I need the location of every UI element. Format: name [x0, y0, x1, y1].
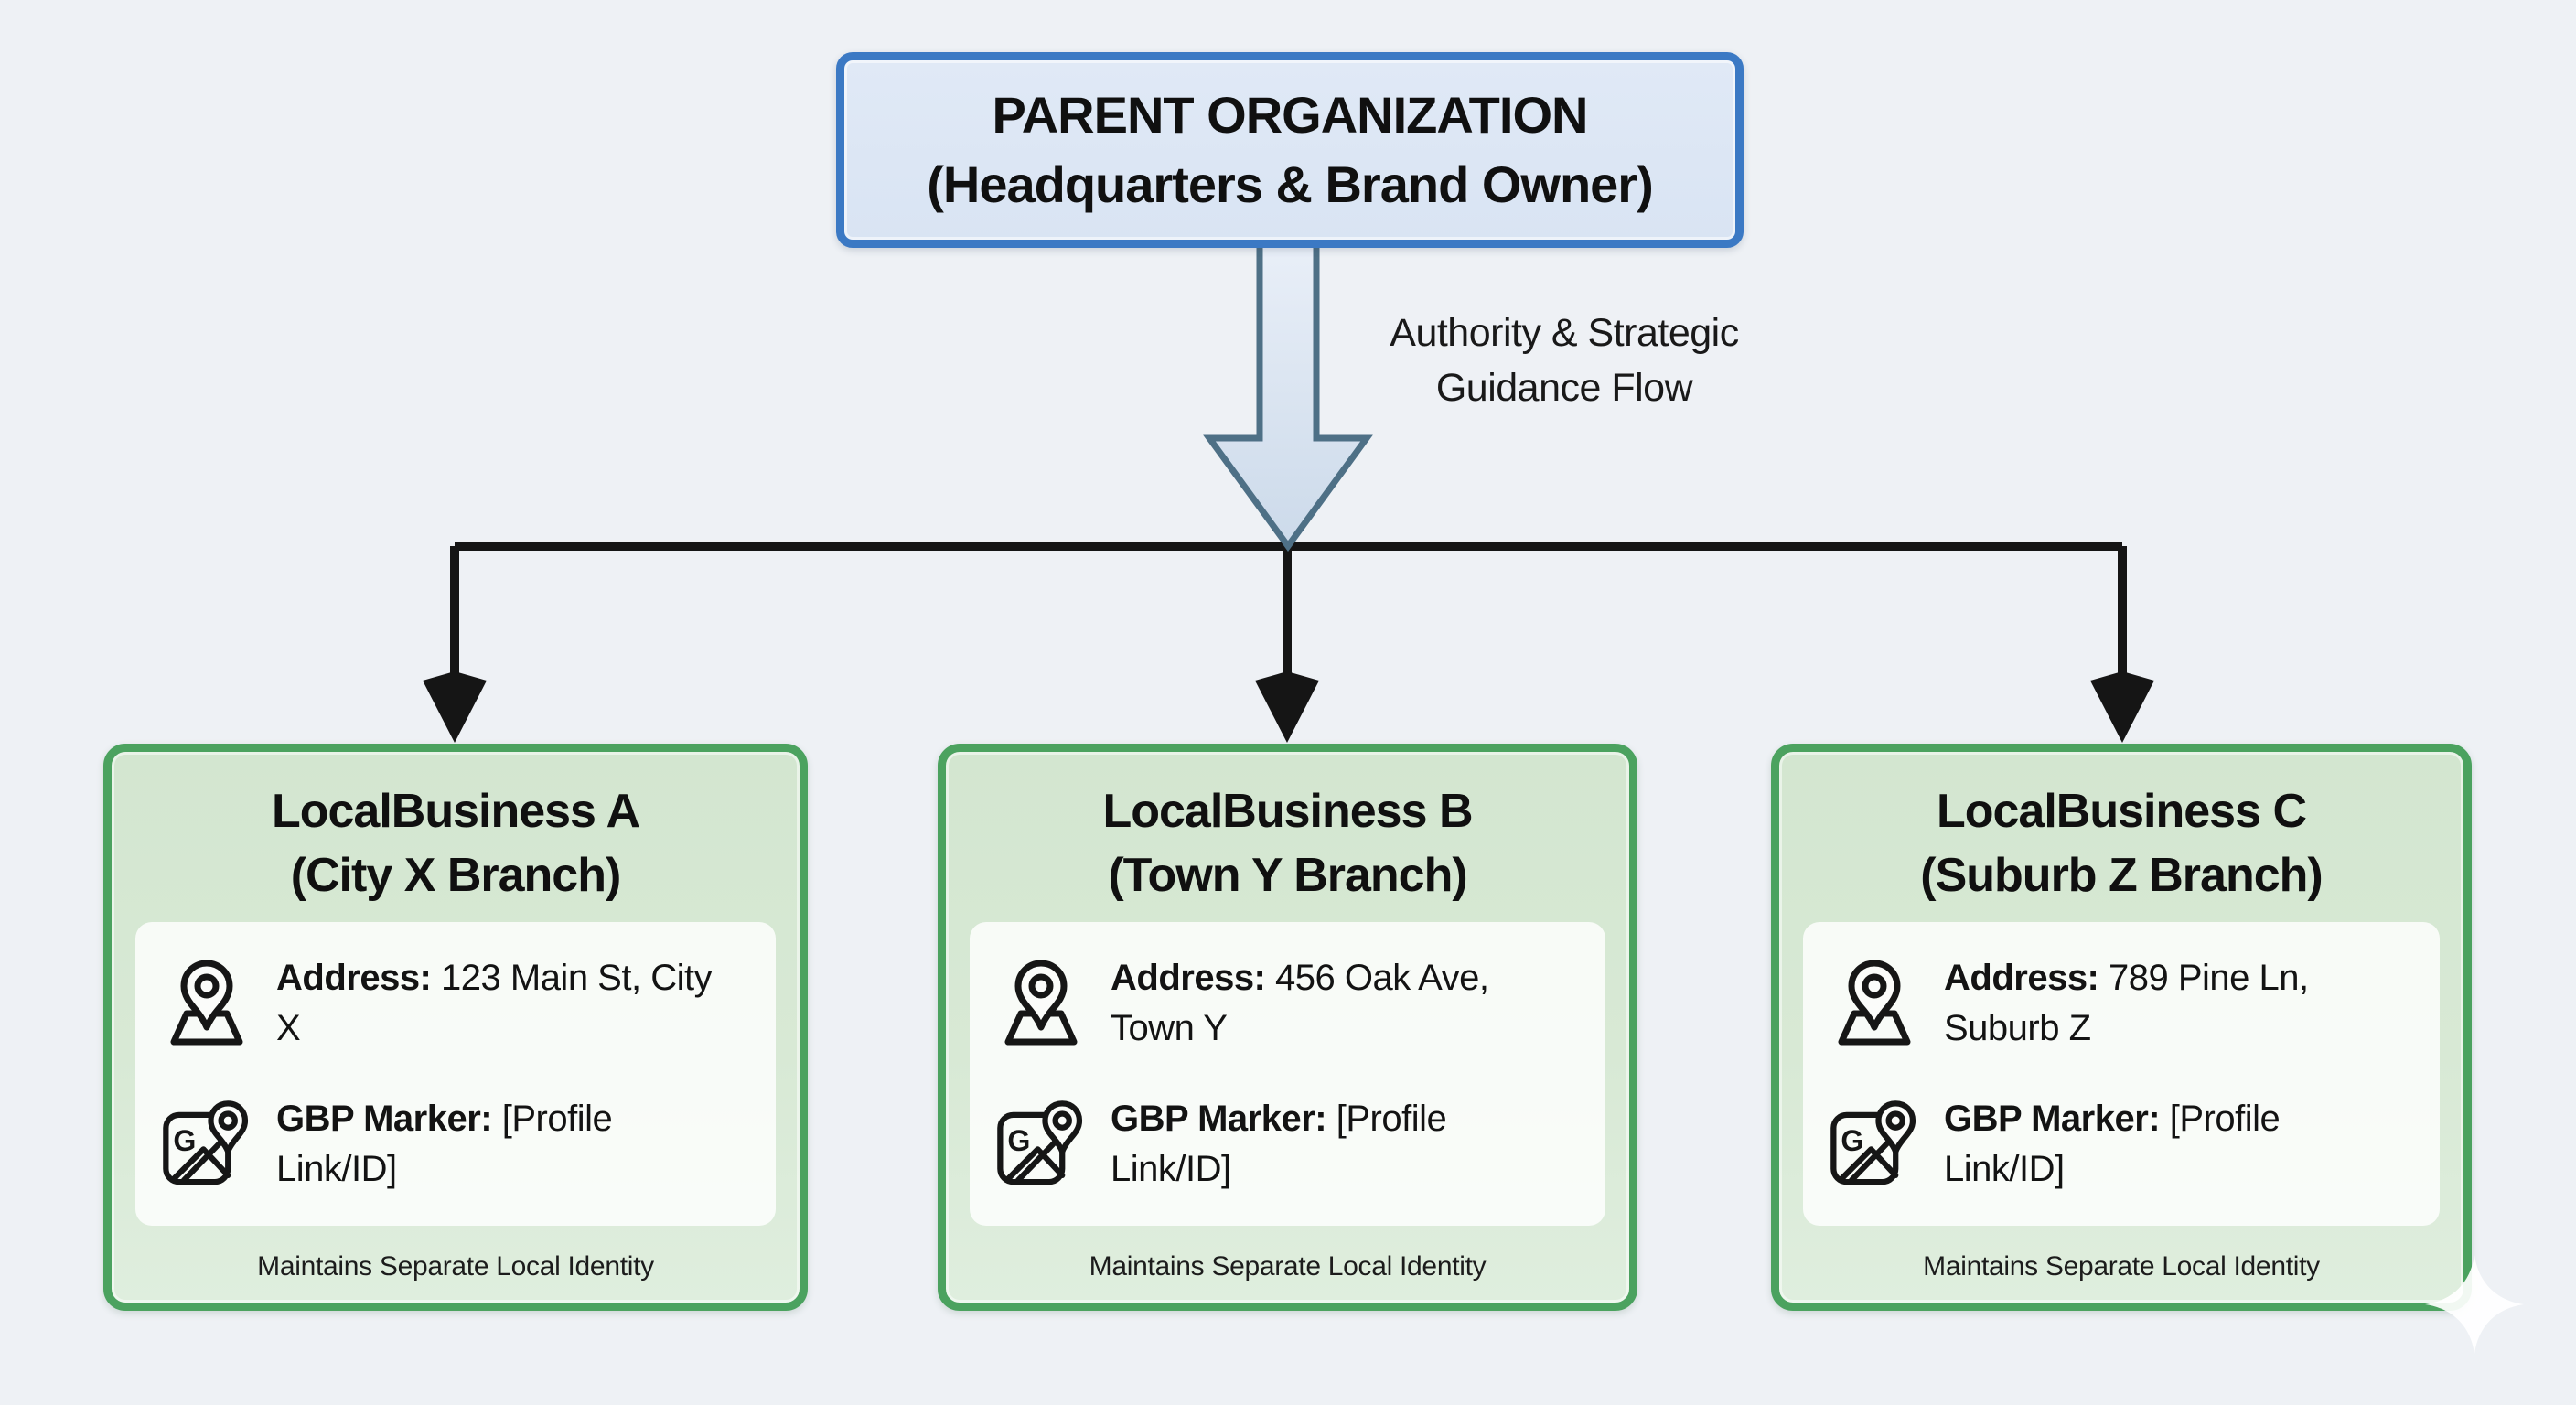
branch-a-address-row: Address: 123 Main St, City X — [161, 953, 756, 1054]
left-arrowhead-icon — [423, 671, 487, 743]
google-maps-icon: G — [997, 1100, 1083, 1185]
branch-a-address-label: Address: — [276, 958, 432, 998]
middle-arrowhead-icon — [1255, 671, 1319, 743]
authority-flow-label: Authority & Strategic Guidance Flow — [1345, 306, 1784, 415]
branch-a-gbp-value: [Profile Link/ID] — [276, 1099, 613, 1189]
flow-label-line2: Guidance Flow — [1435, 366, 1693, 410]
g-glyph: G — [1841, 1124, 1863, 1157]
branch-a-gbp-text: GBP Marker: [Profile Link/ID] — [276, 1094, 738, 1195]
block-arrow-down-icon — [1203, 239, 1373, 552]
parent-title-line2: (Headquarters & Brand Owner) — [927, 156, 1653, 213]
branch-c-footer: Maintains Separate Local Identity — [1923, 1251, 2320, 1282]
branch-c-title-line2: (Suburb Z Branch) — [1920, 849, 2323, 902]
local-business-a-node: LocalBusiness A (City X Branch) Address:… — [103, 744, 808, 1311]
map-pin-icon — [1838, 960, 1911, 1046]
right-arrowhead-icon — [2090, 671, 2154, 743]
branch-c-gbp-row: G GBP Marker: [Profile Link/ID] — [1829, 1094, 2420, 1195]
local-business-c-node: LocalBusiness C (Suburb Z Branch) Addres… — [1771, 744, 2472, 1311]
branch-a-gbp-row: G GBP Marker: [Profile Link/ID] — [161, 1094, 756, 1195]
branch-a-title-line2: (City X Branch) — [290, 849, 622, 902]
branch-b-gbp-text: GBP Marker: [Profile Link/ID] — [1111, 1094, 1572, 1195]
branch-b-info-panel: Address: 456 Oak Ave, Town Y G GBP Marke… — [970, 922, 1605, 1226]
branch-a-footer: Maintains Separate Local Identity — [257, 1251, 654, 1282]
google-maps-icon: G — [163, 1100, 249, 1185]
g-glyph: G — [173, 1124, 196, 1157]
branch-b-title-line1: LocalBusiness B — [1102, 785, 1473, 838]
branch-b-footer: Maintains Separate Local Identity — [1089, 1251, 1487, 1282]
branch-c-gbp-value: [Profile Link/ID] — [1944, 1099, 2281, 1189]
branch-a-address-text: Address: 123 Main St, City X — [276, 953, 738, 1054]
local-business-b-node: LocalBusiness B (Town Y Branch) Address:… — [938, 744, 1637, 1311]
branch-c-address-value: 789 Pine Ln, Suburb Z — [1944, 958, 2309, 1048]
branch-c-title-line1: LocalBusiness C — [1936, 785, 2307, 838]
map-pin-icon — [170, 960, 243, 1046]
parent-title-line1: PARENT ORGANIZATION — [992, 86, 1589, 144]
branch-a-address-value: 123 Main St, City X — [276, 958, 713, 1048]
branch-c-info-panel: Address: 789 Pine Ln, Suburb Z G GBP Mar… — [1803, 922, 2440, 1226]
map-pin-icon — [1004, 960, 1078, 1046]
google-maps-icon: G — [1830, 1100, 1916, 1185]
branch-b-address-label: Address: — [1111, 958, 1266, 998]
branch-b-gbp-row: G GBP Marker: [Profile Link/ID] — [995, 1094, 1585, 1195]
flow-label-line1: Authority & Strategic — [1390, 311, 1739, 355]
branch-c-address-label: Address: — [1944, 958, 2099, 998]
branch-c-address-row: Address: 789 Pine Ln, Suburb Z — [1829, 953, 2420, 1054]
branch-b-title-line2: (Town Y Branch) — [1108, 849, 1467, 902]
g-glyph: G — [1007, 1124, 1030, 1157]
branch-c-address-text: Address: 789 Pine Ln, Suburb Z — [1944, 953, 2406, 1054]
sparkle-icon — [2425, 1255, 2524, 1354]
parent-organization-node: PARENT ORGANIZATION (Headquarters & Bran… — [836, 52, 1744, 248]
branch-b-gbp-value: [Profile Link/ID] — [1111, 1099, 1447, 1189]
branch-a-gbp-label: GBP Marker: — [276, 1099, 493, 1139]
branch-c-gbp-label: GBP Marker: — [1944, 1099, 2161, 1139]
branch-c-gbp-text: GBP Marker: [Profile Link/ID] — [1944, 1094, 2406, 1195]
branch-b-gbp-label: GBP Marker: — [1111, 1099, 1327, 1139]
branch-a-info-panel: Address: 123 Main St, City X G GBP Marke… — [135, 922, 776, 1226]
branch-b-address-row: Address: 456 Oak Ave, Town Y — [995, 953, 1585, 1054]
branch-a-title-line1: LocalBusiness A — [271, 785, 640, 838]
branch-b-address-text: Address: 456 Oak Ave, Town Y — [1111, 953, 1572, 1054]
branch-b-address-value: 456 Oak Ave, Town Y — [1111, 958, 1489, 1048]
